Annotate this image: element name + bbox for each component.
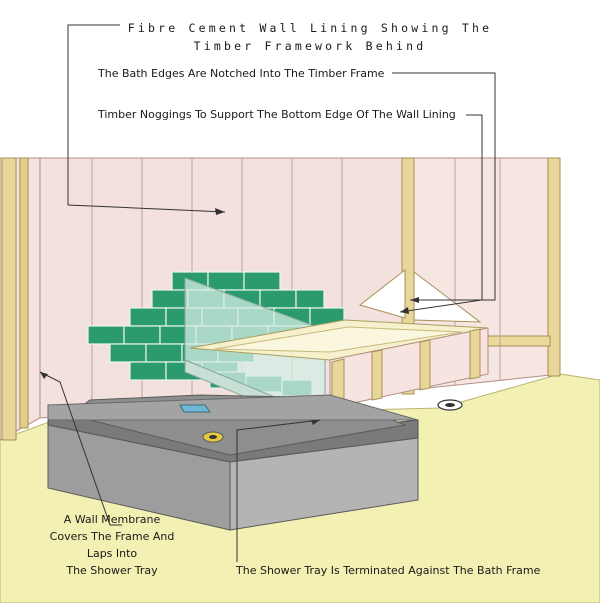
- label-membrane-line-2: Covers The Frame And: [49, 530, 175, 543]
- left-timber-stud: [1, 157, 17, 441]
- title-line-2: Timber Framework Behind: [193, 39, 427, 53]
- shower-tray-side: [229, 437, 419, 531]
- label-membrane-line-1: A Wall Membrane: [63, 513, 161, 526]
- left-timber-stud: [19, 157, 29, 429]
- bath-front-frame: [329, 327, 489, 409]
- label-membrane-line-3: Laps Into: [86, 547, 138, 560]
- label-noggings: Timber Noggings To Support The Bottom Ed…: [98, 108, 456, 121]
- bath-notch-right: [413, 270, 482, 323]
- floor-drain-hole-icon: [445, 403, 455, 407]
- leader-lines: [39, 24, 496, 562]
- label-shower-tray: The Shower Tray Is Terminated Against Th…: [236, 564, 541, 577]
- bath-frame-studs: [331, 328, 481, 411]
- leader-arrowheads: [40, 208, 419, 425]
- shelf-niche-icon: [179, 404, 211, 413]
- bath-rim-inner: [214, 326, 463, 353]
- drain-hole-icon: [209, 435, 217, 439]
- bath-notch-left: [358, 268, 406, 319]
- wall-membrane: [47, 394, 419, 421]
- label-membrane-line-4: The Shower Tray: [66, 564, 158, 577]
- right-timber-stud: [547, 157, 561, 377]
- label-bath-edges: The Bath Edges Are Notched Into The Timb…: [98, 67, 385, 80]
- title-line-1: Fibre Cement Wall Lining Showing The: [127, 21, 493, 35]
